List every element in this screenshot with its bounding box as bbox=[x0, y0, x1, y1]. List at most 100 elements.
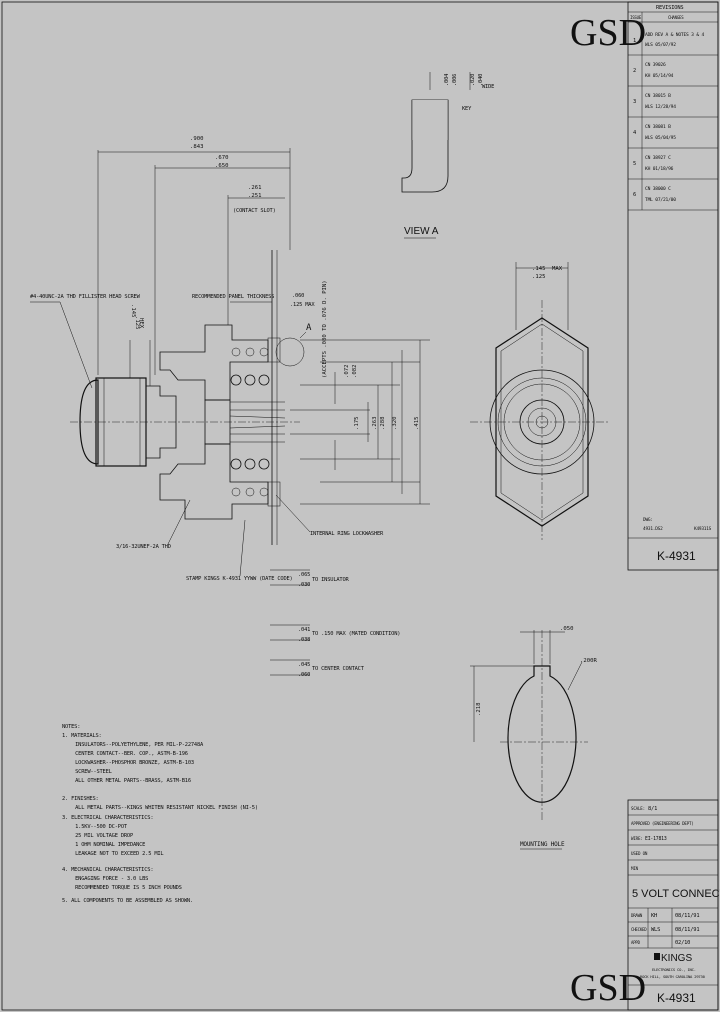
dim-843: .843 bbox=[190, 144, 203, 150]
part-number-bottom: K-4931 bbox=[657, 991, 696, 1005]
end-dim-max: MAX bbox=[552, 266, 563, 272]
end-view: .145 .125 MAX bbox=[470, 262, 610, 540]
brand-mark-bottom: GSD bbox=[570, 967, 646, 1009]
drawn-label: DRAWN bbox=[631, 913, 643, 918]
hex-dim2: .125 bbox=[134, 316, 140, 329]
right-dimensions: (ACCEPTS .080 TO .076 D. PIN) .072 .082 … bbox=[290, 280, 430, 505]
notes-block: NOTES: 1. MATERIALS: INSULATORS--POLYETH… bbox=[62, 724, 258, 904]
end-dim-125: .125 bbox=[532, 274, 545, 280]
dim-065: .065 bbox=[298, 572, 310, 578]
dim-261: .261 bbox=[248, 185, 261, 191]
revisions-header: REVISIONS bbox=[656, 5, 683, 11]
dim-320: .320 bbox=[392, 417, 398, 430]
dim-041: .041 bbox=[298, 627, 310, 633]
dwg-label: DWG: bbox=[643, 517, 653, 523]
mount-dim-200r: .200R bbox=[580, 658, 597, 664]
note-line-11: 25 MIL VOLTAGE DROP bbox=[66, 833, 133, 839]
drawn-by: KH bbox=[651, 913, 657, 919]
panel-dim-a: .060 bbox=[292, 293, 304, 299]
wire-label: WIRE: bbox=[631, 836, 643, 841]
note-line-6: ALL OTHER METAL PARTS--BRASS, ASTM-B16 bbox=[66, 778, 191, 784]
rev-change-3a: CN 38015 B bbox=[645, 93, 671, 99]
left-callouts: #4-40UNC-2A THD FILLISTER HEAD SCREW 3/1… bbox=[30, 293, 316, 582]
note-line-3: CENTER CONTACT--BER. COP., ASTM-B-196 bbox=[66, 751, 188, 757]
view-a-title: VIEW A bbox=[404, 226, 439, 237]
note-line-15: ENGAGING FORCE - 3.0 LBS bbox=[66, 876, 148, 882]
checked-by: WLS bbox=[651, 927, 660, 933]
dwg-code: K49311S bbox=[694, 526, 712, 532]
note-line-10: 1.5KV--500 DC-POT bbox=[66, 824, 128, 830]
to-150: TO .150 MAX (MATED CONDITION) bbox=[312, 631, 400, 637]
dim-415: .415 bbox=[414, 417, 420, 430]
rev-change-4b: WLS 05/04/95 bbox=[645, 135, 676, 141]
rev-change-5a: CN 38927 C bbox=[645, 155, 671, 161]
dwg-value: 4931.DS2 bbox=[643, 526, 663, 532]
rev-change-2a: CN 39026 bbox=[645, 62, 666, 68]
to-insulator: TO INSULATOR bbox=[312, 577, 349, 583]
appd-date: 02/10 bbox=[675, 940, 690, 946]
drawing-title: 5 VOLT CONNECTOR bbox=[632, 888, 720, 900]
checked-date: 08/11/91 bbox=[675, 927, 699, 933]
rev-issue-1: 1 bbox=[633, 38, 636, 44]
view-a: VIEW A .004 .006 .020 .040 WIDE KEY bbox=[401, 72, 494, 239]
dim-accepts: (ACCEPTS .080 TO .076 D. PIN) bbox=[322, 280, 328, 378]
rev-change-6a: CN 38000 C bbox=[645, 186, 671, 192]
approved-label: APPROVED (ENGINEERING DEPT) bbox=[631, 821, 694, 826]
view-a-dim-004: .004 bbox=[444, 74, 450, 86]
drawn-date: 08/11/91 bbox=[675, 913, 699, 919]
view-a-wide: WIDE bbox=[482, 84, 494, 90]
company-name: KINGS bbox=[661, 953, 692, 964]
note-line-16: RECOMMENDED TORQUE IS 5 INCH POUNDS bbox=[66, 885, 182, 891]
dim-0825: .082 bbox=[352, 365, 358, 378]
dim-030: .030 bbox=[298, 582, 310, 588]
dim-263: .263 bbox=[372, 417, 378, 430]
note-line-4: LOCKWASHER--PHOSPHOR BRONZE, ASTM-B-103 bbox=[66, 760, 194, 766]
part-number-top: K-4931 bbox=[657, 549, 696, 563]
note-line-12: 1 OHM NOMINAL IMPEDANCE bbox=[66, 842, 145, 848]
hex-note: HEX bbox=[138, 318, 144, 329]
bottom-callouts: INTERNAL RING LOCKWASHER .065 .030 TO IN… bbox=[270, 494, 401, 678]
mounting-hole-view: .050 .200R .218 MOUNTING HOLE bbox=[470, 626, 597, 850]
dim-900: .900 bbox=[190, 136, 203, 142]
note-line-8: ALL METAL PARTS--KINGS WHITEN RESISTANT … bbox=[66, 805, 258, 811]
company-sub2: ROCK HILL, SOUTH CAROLINA 29730 bbox=[640, 974, 706, 979]
thread-callout: 3/16-32UNEF-2A THD bbox=[116, 544, 171, 550]
mounting-hole-title: MOUNTING HOLE bbox=[520, 841, 565, 848]
rev-change-6b: TML 07/21/00 bbox=[645, 197, 676, 203]
view-a-key: KEY bbox=[462, 106, 472, 112]
dim-0725: .072 bbox=[344, 365, 350, 378]
stamp-callout: STAMP KINGS K-4931 YYWW (DATE CODE) bbox=[186, 576, 293, 582]
note-line-14: 4. MECHANICAL CHARACTERISTICS: bbox=[62, 867, 153, 873]
mount-dim-218: .218 bbox=[476, 702, 482, 716]
hex-dim: .145 bbox=[130, 304, 136, 317]
to-center: TO CENTER CONTACT bbox=[312, 666, 365, 672]
end-dim-145: .145 bbox=[532, 266, 545, 272]
company-logo-mark bbox=[654, 953, 660, 960]
note-line-13: LEAKAGE NOT TO EXCEED 2.5 MIL bbox=[66, 851, 163, 857]
mark-label: MIN bbox=[631, 866, 639, 871]
rev-issue-3: 3 bbox=[633, 99, 636, 105]
brand-mark-top: GSD bbox=[570, 12, 646, 54]
dim-060: .060 bbox=[298, 672, 310, 678]
view-a-dim-040: .040 bbox=[478, 74, 484, 86]
note-line-2: INSULATORS--POLYETHYLENE, PER MIL-P-2274… bbox=[66, 742, 204, 748]
rev-issue-6: 6 bbox=[633, 192, 636, 198]
rev-issue-5: 5 bbox=[633, 161, 636, 167]
panel-callout: RECOMMENDED PANEL THICKNESS bbox=[192, 294, 274, 300]
internal-ring-callout: INTERNAL RING LOCKWASHER bbox=[310, 531, 384, 537]
dim-670: .670 bbox=[215, 155, 228, 161]
company-sub1: ELECTRONICS CO., INC. bbox=[652, 967, 696, 972]
revision-block: REVISIONS ISSUE CHANGES 1 ADD REV A & NO… bbox=[627, 1, 719, 571]
dim-038: .038 bbox=[298, 637, 310, 643]
rev-change-2b: KH 05/14/94 bbox=[645, 73, 674, 79]
rev-change-1a: ADD REV A & NOTES 3 & 4 bbox=[645, 32, 704, 38]
contact-slot-label: (CONTACT SLOT) bbox=[233, 208, 276, 214]
screw-callout-line: #4-40UNC-2A THD FILLISTER HEAD SCREW bbox=[30, 294, 141, 300]
used-on-label: USED ON bbox=[631, 851, 648, 856]
dim-045: .045 bbox=[298, 662, 310, 668]
appd-label: APPD bbox=[631, 940, 641, 945]
rev-change-1b: WLS 05/07/92 bbox=[645, 42, 676, 48]
screw-callout: #4-40UNC-2A THD FILLISTER HEAD SCREW bbox=[30, 294, 141, 300]
